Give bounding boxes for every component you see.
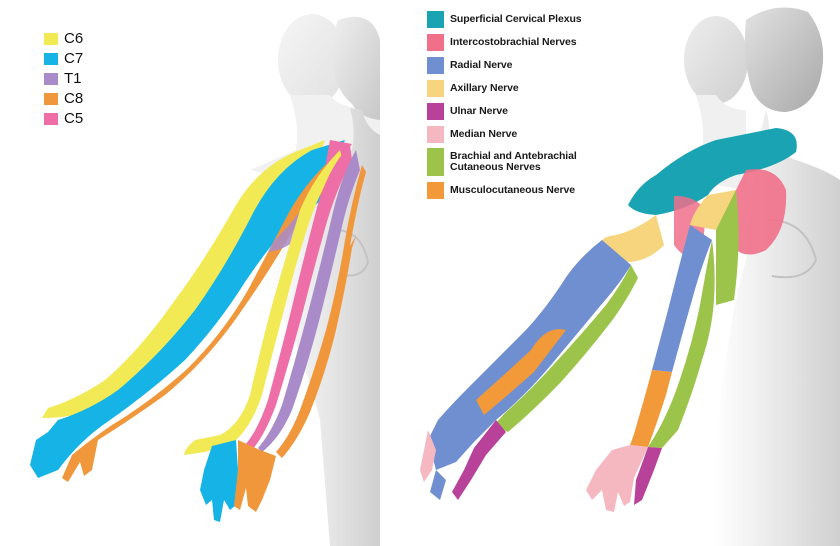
legend-item: Radial Nerve: [427, 57, 600, 74]
legend-swatch: [427, 148, 444, 176]
legend-item: Median Nerve: [427, 126, 600, 143]
legend-swatch: [44, 73, 58, 85]
legend-item: T1: [44, 69, 83, 89]
legend-swatch: [44, 113, 58, 125]
legend-swatch: [427, 80, 444, 97]
legend-swatch: [44, 53, 58, 65]
legend-label: Ulnar Nerve: [450, 105, 508, 117]
dermatome-panel: C6 C7 T1 C8 C5: [0, 0, 380, 546]
legend-label: Intercostobrachial Nerves: [450, 36, 577, 48]
legend-label: Median Nerve: [450, 128, 518, 140]
legend-item: Intercostobrachial Nerves: [427, 34, 600, 51]
cervical-plexus-region: [628, 128, 797, 215]
front-figure-silhouette: [715, 7, 840, 546]
legend-label: Brachial and Antebrachial Cutaneous Nerv…: [450, 150, 577, 173]
legend-item: C8: [44, 89, 83, 109]
legend-swatch: [427, 57, 444, 74]
legend-label: Superficial Cervical Plexus: [450, 13, 582, 25]
legend-label: Radial Nerve: [450, 59, 513, 71]
nerve-legend: Superficial Cervical Plexus Intercostobr…: [427, 11, 600, 205]
legend-item: Axillary Nerve: [427, 80, 600, 97]
legend-label: Axillary Nerve: [450, 82, 519, 94]
legend-swatch: [427, 11, 444, 28]
peripheral-nerve-panel: Superficial Cervical Plexus Intercostobr…: [416, 0, 840, 546]
legend-swatch: [427, 103, 444, 120]
legend-label: C7: [64, 50, 84, 67]
legend-item: Brachial and Antebrachial Cutaneous Nerv…: [427, 148, 600, 176]
panel-divider: [380, 0, 416, 546]
legend-swatch: [427, 182, 444, 199]
back-arm-nerves: [420, 215, 664, 500]
legend-label: C6: [64, 30, 84, 47]
legend-item: C5: [44, 109, 83, 129]
legend-label: Musculocutaneous Nerve: [450, 184, 575, 196]
legend-swatch: [427, 34, 444, 51]
legend-label: C5: [64, 110, 84, 127]
legend-swatch: [427, 126, 444, 143]
dermatome-legend: C6 C7 T1 C8 C5: [44, 29, 83, 129]
peripheral-nerve-illustration: [420, 7, 840, 546]
dermatome-illustration: [30, 14, 380, 546]
legend-swatch: [44, 93, 58, 105]
legend-item: C7: [44, 49, 83, 69]
legend-swatch: [44, 33, 58, 45]
legend-item: Musculocutaneous Nerve: [427, 182, 600, 199]
intercostobrachial-region: [734, 169, 787, 255]
legend-label: T1: [64, 70, 82, 87]
legend-label: C8: [64, 90, 84, 107]
legend-item: Superficial Cervical Plexus: [427, 11, 600, 28]
legend-item: C6: [44, 29, 83, 49]
legend-item: Ulnar Nerve: [427, 103, 600, 120]
front-arm-dermatomes: [184, 145, 366, 522]
front-arm-nerves: [586, 190, 739, 512]
